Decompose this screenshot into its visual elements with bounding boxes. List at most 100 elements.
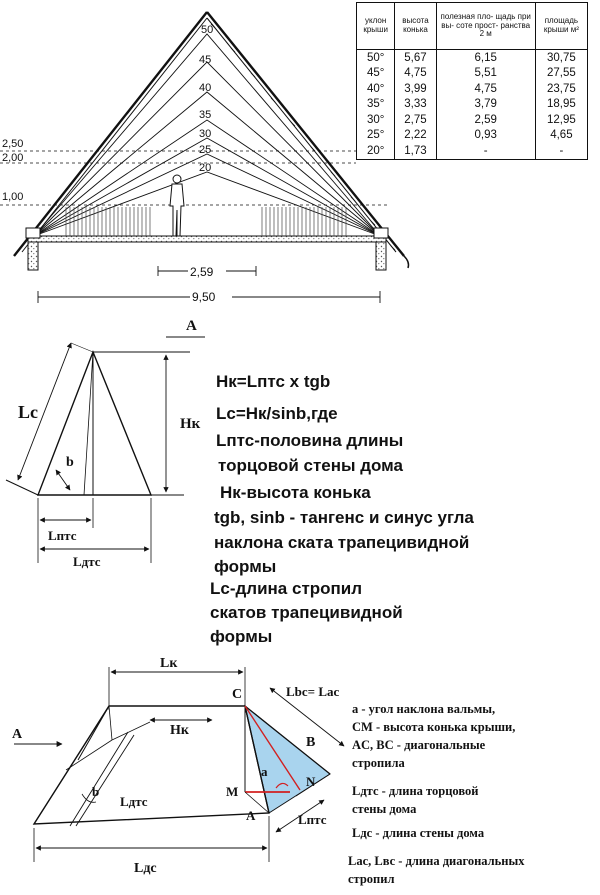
angle-label-30: 30 (199, 128, 211, 140)
legend-line-3: AC, BC - диагональные (352, 738, 486, 752)
triangular-slope-diagram: A Lc Hк b (5, 318, 205, 569)
table-cell: - (435, 143, 536, 160)
formula-line-4: торцовой стены дома (218, 456, 403, 475)
table-cell: 2,22 (394, 127, 437, 143)
knee-walls (65, 207, 347, 236)
table-row: 50° 5,67 6,15 30,75 (355, 49, 589, 66)
pitch-lines (33, 33, 381, 237)
legend-line-1: a - угол наклона вальмы, (352, 702, 496, 716)
legend-line-5: Lдтс - длина торцовой (352, 784, 479, 798)
formula-line-11: формы (210, 627, 273, 646)
table-header-roof-area: площадь крыши м² (534, 2, 589, 50)
table-cell: 50° (355, 49, 396, 66)
angle-label-35: 35 (199, 109, 211, 121)
table-cell: 3,99 (394, 81, 437, 97)
dim-total-label: 9,50 (192, 290, 216, 304)
table-cell: 45° (355, 65, 396, 81)
formula-line-10: скатов трапецивидной (210, 603, 403, 622)
formula-line-2: Lc=Hк/sinb,где (216, 404, 338, 423)
table-cell: 3,33 (394, 96, 437, 112)
roof-tiles (210, 23, 396, 251)
table-row: 45° 4,75 5,51 27,55 (355, 65, 589, 81)
table-row: 25° 2,22 0,93 4,65 (355, 127, 589, 143)
formula-line-6: tgb, sinb - тангенс и синус угла (214, 508, 474, 527)
label-b-angle: b (92, 784, 99, 799)
label-lbc: Lbc= Lac (286, 684, 339, 699)
table-row: 35° 3,33 3,79 18,95 (355, 96, 589, 112)
height-mark-200: 2,00 (2, 152, 23, 164)
table-cell: 2,59 (435, 112, 536, 128)
table-cell: 18,95 (534, 96, 589, 112)
label-ldtc-bottom: Lдтс (120, 794, 148, 809)
formula-line-1: Hк=Lптс x tgb (216, 372, 331, 391)
label-n: N (306, 774, 316, 789)
table-cell: 40° (355, 81, 396, 97)
table-row: 40° 3,99 4,75 23,75 (355, 81, 589, 97)
table-cell: 20° (355, 143, 396, 160)
label-a-arrow: A (12, 727, 23, 742)
table-header-slope: уклон крыши (355, 2, 396, 50)
legend-line-7: Lдс - длина стены дома (352, 826, 485, 840)
table-header-ridge-height: высота конька (394, 2, 437, 50)
label-b: b (66, 455, 74, 470)
height-mark-250: 2,50 (2, 138, 23, 150)
label-a-point: A (246, 808, 256, 823)
table-cell: 12,95 (534, 112, 589, 128)
legend-line-4: стропила (352, 756, 405, 770)
hip-roof-diagram: Lк (12, 656, 345, 876)
label-ldc: Lдс (134, 861, 157, 876)
table-cell: 0,93 (435, 127, 536, 143)
label-hk: Hк (180, 416, 201, 432)
table-header-usable-area: полезная пло- щадь при вы- соте прост- р… (435, 2, 536, 50)
angle-label-40: 40 (199, 82, 211, 94)
angle-label-45: 45 (199, 54, 211, 66)
label-c: C (232, 687, 242, 702)
formula-line-8: формы (214, 557, 277, 576)
gable-roof-section: 50 45 40 35 30 25 20 2,50 2,00 1,00 2,59… (0, 11, 410, 304)
formula-line-7: наклона ската трапецивидной (214, 533, 470, 552)
table-cell: 25° (355, 127, 396, 143)
label-ldtc: Lдтс (73, 554, 101, 569)
table-cell: 4,75 (394, 65, 437, 81)
angle-label-50: 50 (201, 24, 213, 36)
table-cell: 6,15 (435, 49, 536, 66)
angle-label-25: 25 (199, 144, 211, 156)
formula-line-9: Lс-длина стропил (210, 579, 363, 598)
table-cell: 27,55 (534, 65, 589, 81)
table-cell: 4,65 (534, 127, 589, 143)
view-label-a: A (186, 318, 197, 334)
table-cell: 30,75 (534, 49, 589, 66)
table-cell: 4,75 (435, 81, 536, 97)
person-figure (169, 174, 185, 237)
table-cell: 23,75 (534, 81, 589, 97)
table-cell: 3,79 (435, 96, 536, 112)
table-cell: 2,75 (394, 112, 437, 128)
table-row: 30° 2,75 2,59 12,95 (355, 112, 589, 128)
legend-line-8: Lac, Lвс - длина диагональных (348, 854, 525, 868)
table-header-row: уклон крыши высота конька полезная пло- … (355, 2, 589, 50)
dim-inner-label: 2,59 (190, 265, 214, 279)
angle-label-20: 20 (199, 162, 211, 174)
label-a-angle: a (261, 764, 268, 779)
height-mark-100: 1,00 (2, 191, 23, 203)
formula-line-5: Hк-высота конька (220, 483, 371, 502)
legend-line-2: CM - высота конька крыши, (352, 720, 516, 734)
table-cell: - (534, 143, 589, 160)
label-m: M (226, 784, 238, 799)
label-lk: Lк (160, 656, 178, 671)
roof-slope-table: уклон крыши высота конька полезная пло- … (355, 2, 589, 160)
legend-line-9: стропил (348, 872, 395, 886)
label-b-point: B (306, 735, 315, 750)
legend-line-6: стены дома (352, 802, 417, 816)
table-cell: 5,67 (394, 49, 437, 66)
formula-line-3: Lптс-половина длины (216, 431, 404, 450)
table-cell: 1,73 (394, 143, 437, 160)
height-guides (0, 150, 390, 206)
table-cell: 5,51 (435, 65, 536, 81)
table-cell: 35° (355, 96, 396, 112)
label-lptc-bottom: Lптс (298, 812, 327, 827)
hip-triangle (244, 704, 331, 814)
table-row: 20° 1,73 - - (355, 143, 589, 160)
